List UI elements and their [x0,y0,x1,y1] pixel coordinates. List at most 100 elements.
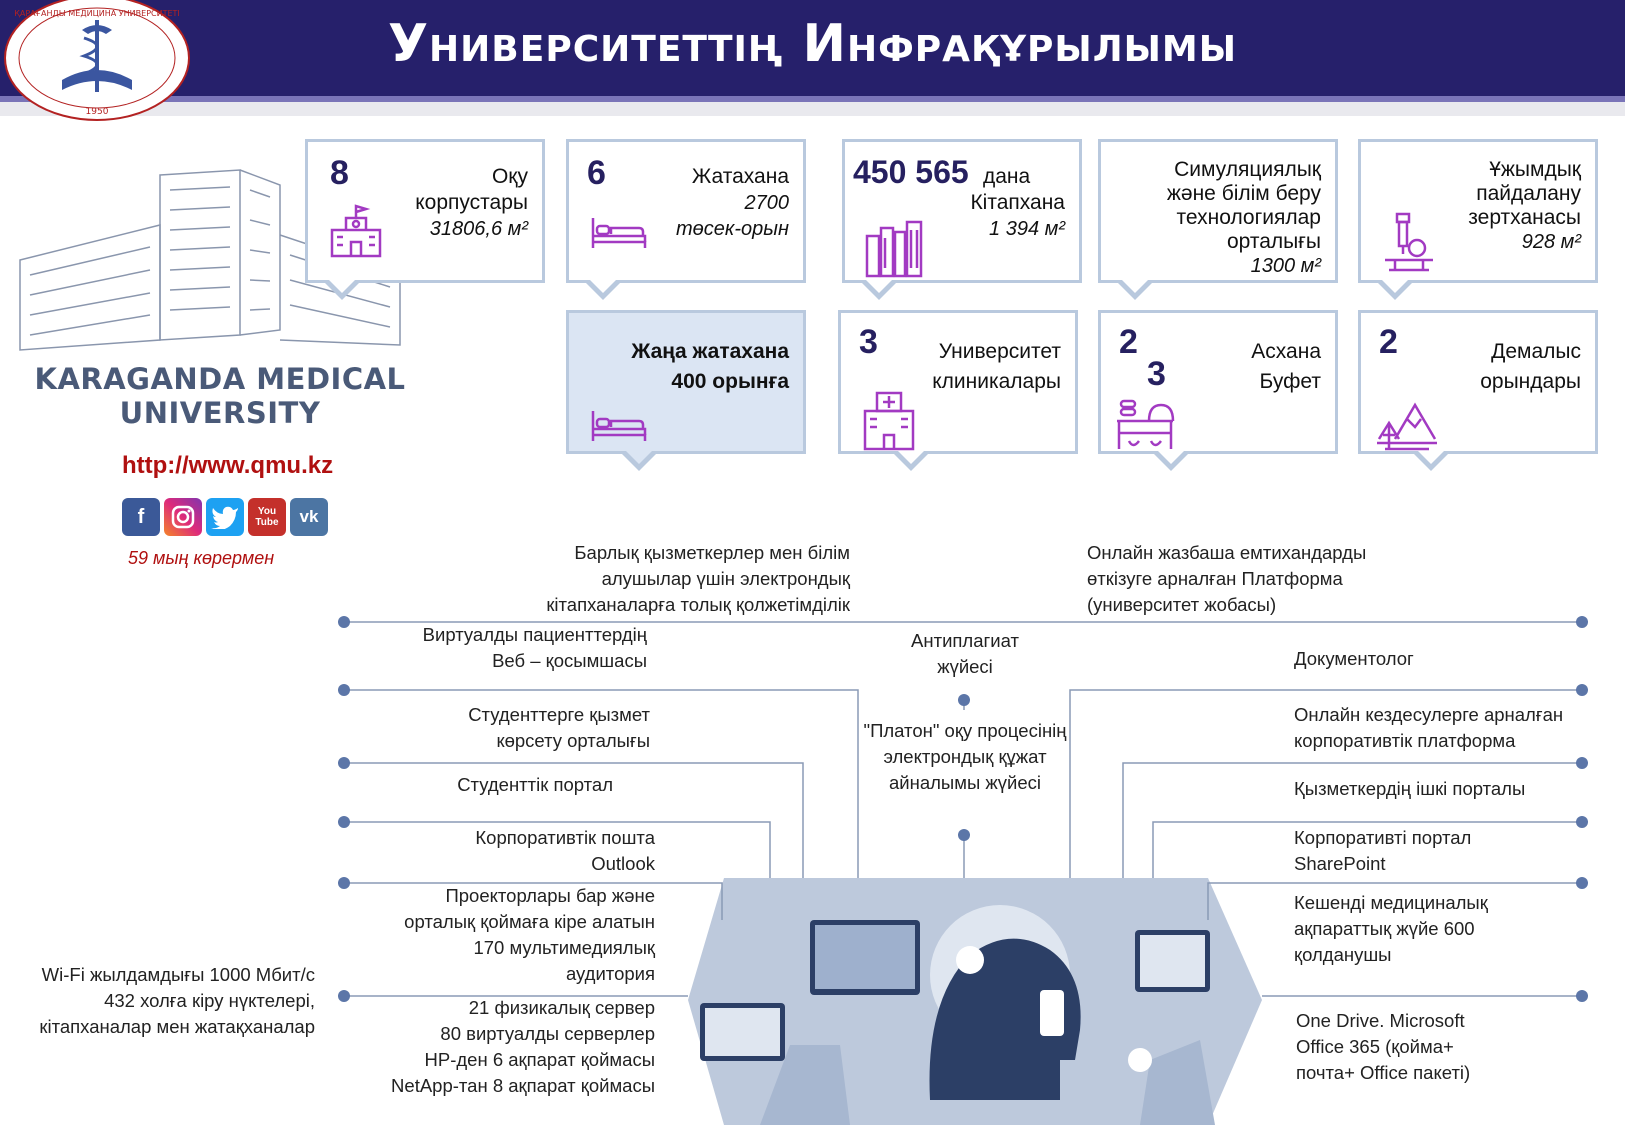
label-line: 80 виртуалды серверлер [440,1023,655,1044]
card-tail [1151,448,1191,471]
card-tail [1375,277,1415,300]
instagram-glyph [171,505,195,529]
connector-node [338,616,350,628]
card-number: 8 [330,154,349,192]
label-line: "Платон" оқу процесінің [863,720,1067,741]
card-line-1: Демалыс [1491,340,1581,363]
label-line: кітапханаларға толық қолжетімділік [546,594,850,615]
label-line: Антиплагиат [911,630,1019,651]
card-tail [583,277,623,300]
building-illustration [19,169,401,351]
card-line-4: 928 м² [1521,231,1581,253]
connector-line [1122,762,1582,878]
label-line: өткізуге арналған Платформа [1087,568,1343,589]
header-bar [0,0,1625,96]
label-line: Онлайн кездесулерге арналған [1294,704,1564,725]
card-line-1: Кітапхана [970,191,1065,214]
label-line: NetApp-тан 8 ақпарат қоймасы [391,1075,655,1096]
card-number: 2 [1379,323,1398,361]
card-line-2: 1 394 м² [989,218,1065,240]
card-line-2: Буфет [1259,370,1321,393]
label-line: Виртуалды пациенттердің [422,624,647,645]
connector-node [1576,990,1588,1002]
label-line: Office 365 (қойма+ [1296,1036,1454,1057]
card-line-1: Жаңа жатахана [631,340,789,363]
website-link[interactable]: http://www.qmu.kz [122,452,334,479]
label-line: One Drive. Microsoft [1296,1010,1465,1031]
vk-glyph: vk [299,507,319,526]
youtube-icon[interactable]: You Tube [248,498,286,536]
card-rest-places: 2 Демалыс орындары [1358,310,1598,471]
label-line: алушылар үшін электрондық [601,568,850,589]
card-study-buildings: 8 Оқу корпустары 31806,6 м² [305,139,545,300]
card-line-4: орталығы [1226,230,1321,253]
net-label-online-exams: Онлайн жазбаша емтихандарды өткізуге арн… [1087,540,1366,618]
label-line: Outlook [591,853,655,874]
label-line: Документолог [1294,648,1414,669]
connector-node [1576,684,1588,696]
net-label-documentolog: Документолог [1294,646,1414,672]
viewers-count: 59 мың көрермен [128,548,275,568]
label-line: 170 мультимедиялық [473,937,655,958]
label-line: кітапханалар мен жатақханалар [39,1016,315,1037]
card-number-buffet: 3 [1147,355,1166,393]
card-tail [1115,277,1155,300]
label-line: аудитория [565,963,655,984]
card-dormitory: 6 Жатахана 2700 төсек-орын [566,139,806,300]
connector-node [338,877,350,889]
twitter-icon[interactable] [206,498,244,536]
label-line: 432 холға кіру нүктелері, [104,990,315,1011]
card-line-3: зертханасы [1468,206,1581,229]
card-line-1: Симуляциялық [1174,158,1321,181]
net-label-sharepoint: Корпоративті портал SharePoint [1294,825,1471,877]
label-line: Веб – қосымшасы [492,650,647,671]
card-line-1: Оқу [491,165,528,188]
youtube-glyph: You Tube [255,506,279,528]
label-line: Қызметкердің ішкі порталы [1294,778,1526,799]
hospital-icon [863,391,915,451]
connector-node [338,757,350,769]
card-canteen: 2 3 Асхана Буфет [1098,310,1338,471]
facebook-icon[interactable]: f [122,498,160,536]
vk-icon[interactable]: vk [290,498,328,536]
label-line: Кешенді медициналық [1294,892,1488,913]
card-line-3: технологиялар [1176,206,1321,229]
net-label-library-access: Барлық қызметкерлер мен білім алушылар ү… [546,540,850,618]
label-line: (университет жобасы) [1087,594,1277,615]
header-shadow-line [0,102,1625,116]
label-line: жүйесі [937,656,993,677]
net-label-virtual-patients: Виртуалды пациенттердің Веб – қосымшасы [423,622,647,674]
card-tail [859,277,899,300]
net-label-onedrive: One Drive. Microsoft Office 365 (қойма+ … [1296,1008,1470,1086]
card-tail [322,277,362,300]
card-line-1: Университет [938,340,1061,363]
card-clinics: 3 Университет клиникалары [838,310,1078,471]
label-line: Барлық қызметкерлер мен білім [574,542,850,563]
social-icons: f You Tube vk [122,498,328,536]
label-line: ақпараттық жүйе 600 [1294,918,1475,939]
logo-arc-text: ҚАРАҒАНДЫ МЕДИЦИНА УНИВЕРСИТЕТІ [14,9,180,18]
page-title: Университеттің Инфрақұрылымы [387,14,1238,74]
card-line-3: 31806,6 м² [429,218,528,240]
label-line: почта+ Office пакеті) [1296,1062,1471,1083]
label-line: көрсету орталығы [496,730,650,751]
card-text: Жаңа жатахана 400 орынға [631,337,789,397]
card-tail [1411,448,1451,471]
label-line: Онлайн жазбаша емтихандарды [1087,542,1367,563]
connector-node [1576,816,1588,828]
net-label-medical-is: Кешенді медициналық ақпараттық жүйе 600 … [1294,890,1488,968]
tech-illustration [700,905,1215,1125]
mountain-icon [1377,402,1437,451]
instagram-icon[interactable] [164,498,202,536]
label-line: орталық қоймаға кіре алатын [404,911,655,932]
card-text: Симуляциялық және білім беру технологиял… [1167,158,1321,278]
label-line: Wi-Fi жылдамдығы 1000 Мбит/с [41,964,315,985]
net-label-wifi: Wi-Fi жылдамдығы 1000 Мбит/с 432 холға к… [39,962,315,1040]
connector-node [338,816,350,828]
card-line-2: 400 орынға [671,370,789,393]
connector-line [344,689,859,878]
connector-line [344,882,723,920]
twitter-glyph [211,506,238,529]
label-line: Студенттік портал [457,774,613,795]
